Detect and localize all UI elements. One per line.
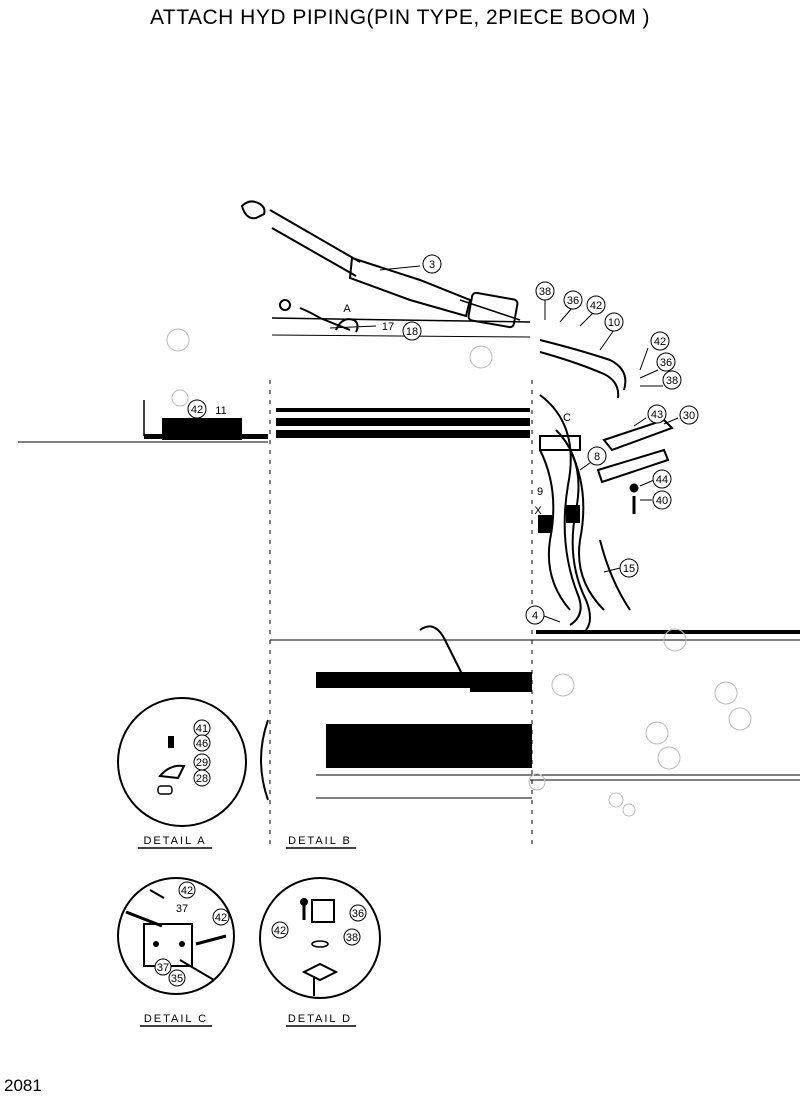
callout-circle [587,446,607,466]
detail-c-label: DETAIL C [144,1013,208,1025]
callout-46: 46 [196,738,208,750]
callout-circle [535,281,555,301]
detail-d-label: DETAIL D [288,1013,352,1025]
callout-circle [656,352,676,372]
callout-11: 11 [215,405,226,417]
callout-3: 3 [429,259,435,271]
callout-42: 42 [274,925,286,937]
callout-41: 41 [196,723,208,735]
callout-18: 18 [406,326,418,338]
callout-38: 38 [346,932,358,944]
callout-circle [647,404,667,424]
callout-29: 29 [196,757,208,769]
callout-circle [525,605,545,625]
page-title: ATTACH HYD PIPING(PIN TYPE, 2PIECE BOOM … [149,6,651,29]
callout-42: 42 [654,336,666,348]
callout-36: 36 [352,908,364,920]
main-callouts: 3 17 18 38 36 42 10 42 36 38 43 30 8 9 4… [187,254,699,625]
callout-circle [679,405,699,425]
callout-circle [422,254,442,274]
callout-circle [652,469,672,489]
detail-b: DETAIL B [260,719,356,849]
callout-circle [187,399,207,419]
callout-15: 15 [623,563,635,575]
callout-circle [662,370,682,390]
callout-10: 10 [608,317,620,329]
callout-circle [563,290,583,310]
detail-a: 41 46 29 28 DETAIL A [117,697,247,849]
callout-38: 38 [539,286,551,298]
callout-35: 35 [171,973,183,985]
callout-36: 36 [660,357,672,369]
callout-42: 42 [181,885,193,897]
callout-circle [619,558,639,578]
callout-17: 17 [382,321,394,333]
callout-37: 37 [157,962,169,974]
callout-28: 28 [196,773,208,785]
callout-42: 42 [215,912,227,924]
callout-37: 37 [176,903,188,915]
view-mark-x: X [534,505,542,517]
page-number: 2081 [4,1076,42,1095]
detail-a-label: DETAIL A [143,835,206,847]
main-assembly-view [18,200,800,850]
callout-circle [402,321,422,341]
callout-44: 44 [656,474,668,486]
callout-8: 8 [594,451,600,463]
callout-42: 42 [590,300,602,312]
callout-40: 40 [656,495,668,507]
view-mark-a: A [343,303,351,315]
callout-circle [650,331,670,351]
callout-42: 42 [191,404,203,416]
callout-43: 43 [651,409,663,421]
detail-c: 42 37 42 37 35 DETAIL C [117,877,235,1027]
detail-d: 42 36 38 DETAIL D [259,877,381,1027]
view-mark-c: C [563,412,571,424]
callout-circle [604,312,624,332]
callout-38: 38 [666,375,678,387]
callout-circle [586,295,606,315]
callout-36: 36 [567,295,579,307]
callout-9: 9 [537,486,543,498]
callout-circle [652,490,672,510]
callout-30: 30 [683,410,695,422]
callout-4: 4 [532,610,538,622]
detail-b-label: DETAIL B [288,835,352,847]
